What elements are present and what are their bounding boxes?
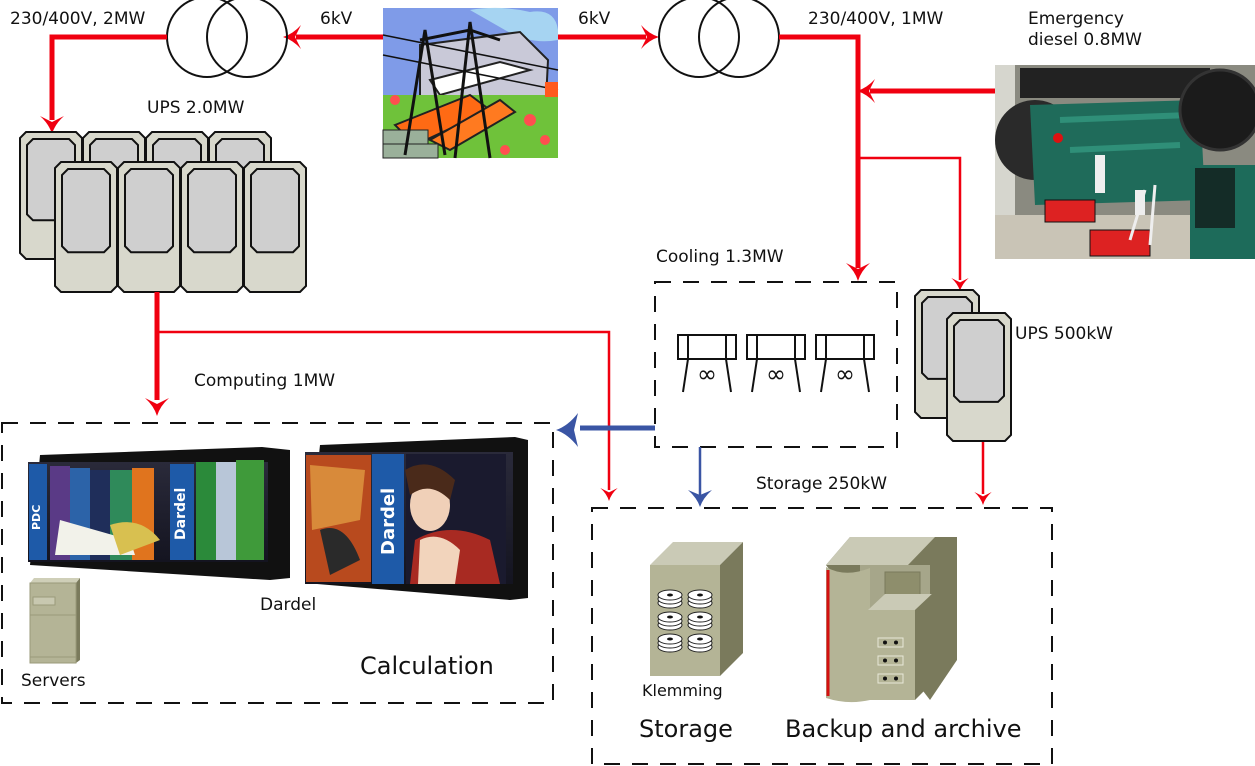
computing-label: Computing 1MW <box>194 371 336 391</box>
transformer-left-output-label: 230/400V, 2MW <box>10 9 146 29</box>
power-line-6kv-left <box>283 25 383 49</box>
backup-archive-caption: Backup and archive <box>785 715 1022 743</box>
cooling-unit-icon: ∞ <box>677 334 737 393</box>
disk-stack-icon <box>657 589 683 609</box>
ups-main-label: UPS 2.0MW <box>147 98 245 118</box>
diesel-label-line1: Emergency <box>1028 9 1124 29</box>
ups-unit <box>243 161 307 293</box>
disk-stack-icon <box>657 633 683 653</box>
backup-archive-icon <box>826 537 957 703</box>
fan-symbol: ∞ <box>766 360 786 388</box>
disk-stack-icon <box>657 611 683 631</box>
cooling-units: ∞ ∞ ∞ <box>677 334 875 393</box>
cabinet-panel-text-pdc: PDC <box>30 504 43 530</box>
ups-small-icon <box>914 289 1012 442</box>
disk-stack-icon <box>687 611 713 631</box>
transformer-left-icon <box>166 0 288 78</box>
power-line-2mw <box>40 34 167 134</box>
ups-main-icon <box>19 131 307 293</box>
storage-group-box <box>591 507 1053 765</box>
storage-caption: Storage <box>639 715 733 743</box>
ups-unit <box>117 161 181 293</box>
power-line-storage-from-ups-small <box>974 442 992 505</box>
cooling-line-computing <box>556 413 655 447</box>
power-line-ups-small <box>858 156 969 291</box>
cabinet-panel-text-dardel-1: Dardel <box>173 487 189 540</box>
storage-server-icon <box>650 542 743 676</box>
fan-symbol: ∞ <box>697 360 717 388</box>
ups-unit <box>54 161 118 293</box>
fan-symbol: ∞ <box>835 360 855 388</box>
dardel-caption: Dardel <box>260 595 317 615</box>
ups-unit <box>946 312 1012 442</box>
disk-stack-icon <box>687 633 713 653</box>
power-line-6kv-right <box>558 25 659 49</box>
calculation-label: Calculation <box>360 652 494 680</box>
cooling-unit-icon: ∞ <box>746 334 806 393</box>
servers-label: Servers <box>21 671 86 691</box>
dardel-cabinet-1 <box>28 447 290 580</box>
disk-stack-icon <box>687 589 713 609</box>
klemming-label: Klemming <box>642 681 723 700</box>
storage-label: Storage 250kW <box>756 474 888 494</box>
transformer-left-input-label: 6kV <box>320 9 353 29</box>
power-line-diesel <box>857 79 995 103</box>
cooling-label: Cooling 1.3MW <box>656 247 784 267</box>
cooling-unit-icon: ∞ <box>815 334 875 393</box>
ups-unit <box>180 161 244 293</box>
cooling-line-storage <box>688 447 712 507</box>
diesel-label-line2: diesel 0.8MW <box>1028 30 1142 50</box>
transformer-right-input-label: 6kV <box>578 9 611 29</box>
cooling-group-box <box>654 281 898 448</box>
power-line-1mw <box>779 34 870 281</box>
power-line-storage-from-ups <box>157 330 618 501</box>
computing-group-box <box>1 422 554 704</box>
cabinet-panel-text-dardel-2: Dardel <box>378 487 399 555</box>
power-line-computing <box>145 292 169 416</box>
power-station-icon <box>382 7 559 159</box>
dardel-cabinet-2 <box>305 437 528 600</box>
diesel-generator-icon <box>995 65 1255 259</box>
ups-small-label: UPS 500kW <box>1015 324 1113 344</box>
transformer-right-icon <box>658 0 780 78</box>
transformer-right-output-label: 230/400V, 1MW <box>808 9 944 29</box>
server-icon <box>29 578 80 664</box>
